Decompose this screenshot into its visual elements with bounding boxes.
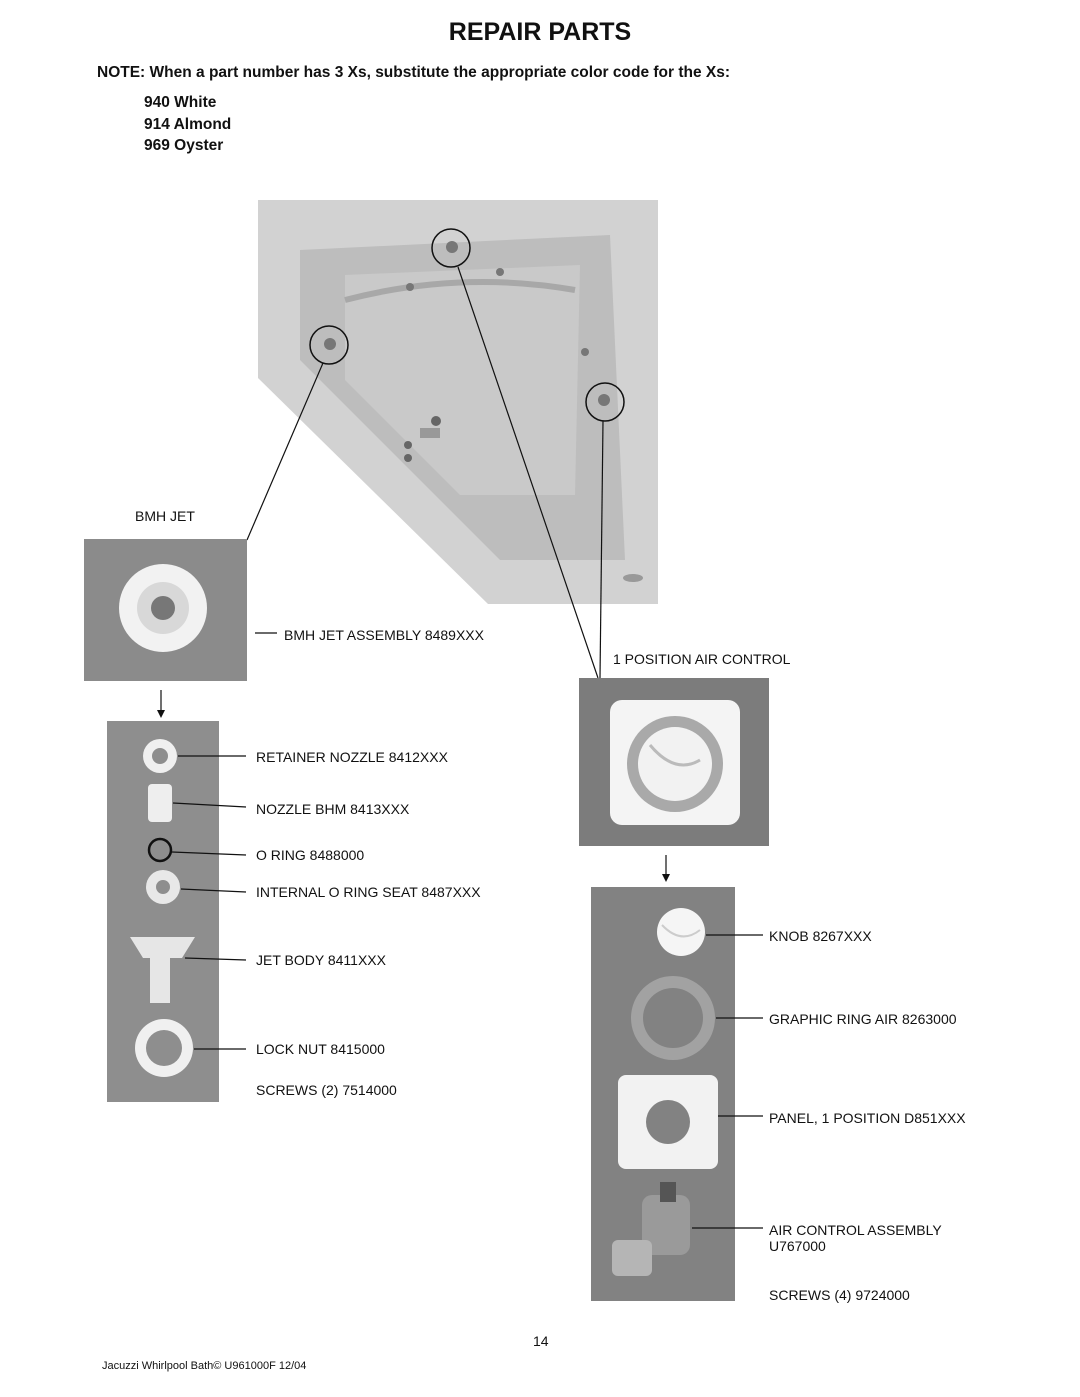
page-number: 14	[533, 1333, 549, 1349]
color-code-note: NOTE: When a part number has 3 Xs, subst…	[97, 64, 731, 81]
graphic-ring-label: GRAPHIC RING AIR 8263000	[769, 1011, 957, 1027]
retainer-nozzle-label: RETAINER NOZZLE 8412XXX	[256, 749, 448, 765]
jet-highlight-circle	[431, 228, 471, 268]
footer: Jacuzzi Whirlpool Bath© U961000F 12/04	[102, 1360, 307, 1372]
bmh-jet-assembly-label: BMH JET ASSEMBLY 8489XXX	[284, 627, 484, 643]
air-control-highlight-circle	[585, 382, 625, 422]
lock-nut-label: LOCK NUT 8415000	[256, 1041, 385, 1057]
jet-exploded-photo	[107, 721, 219, 1102]
screws-2-label: SCREWS (2) 7514000	[256, 1082, 397, 1098]
air-control-exploded-photo	[591, 887, 735, 1301]
color-code-white: 940 White	[144, 94, 217, 111]
knob-label: KNOB 8267XXX	[769, 928, 872, 944]
color-code-almond: 914 Almond	[144, 116, 232, 133]
air-control-photo	[579, 678, 769, 846]
bathtub-photo	[258, 200, 658, 604]
internal-o-ring-seat-label: INTERNAL O RING SEAT 8487XXX	[256, 884, 481, 900]
air-control-assembly-label: AIR CONTROL ASSEMBLY	[769, 1222, 942, 1238]
screws-4-label: SCREWS (4) 9724000	[769, 1287, 910, 1303]
bmh-jet-photo	[84, 539, 247, 681]
page-title: REPAIR PARTS	[448, 18, 632, 46]
nozzle-bhm-label: NOZZLE BHM 8413XXX	[256, 801, 410, 817]
air-control-label: 1 POSITION AIR CONTROL	[613, 651, 791, 667]
jet-highlight-circle	[309, 325, 349, 365]
o-ring-label: O RING 8488000	[256, 847, 365, 863]
color-code-oyster: 969 Oyster	[144, 137, 224, 154]
air-control-assembly-part-number: U767000	[769, 1238, 826, 1254]
jet-body-label: JET BODY 8411XXX	[256, 952, 386, 968]
bmh-jet-label: BMH JET	[135, 508, 195, 524]
panel-label: PANEL, 1 POSITION D851XXX	[769, 1110, 966, 1126]
